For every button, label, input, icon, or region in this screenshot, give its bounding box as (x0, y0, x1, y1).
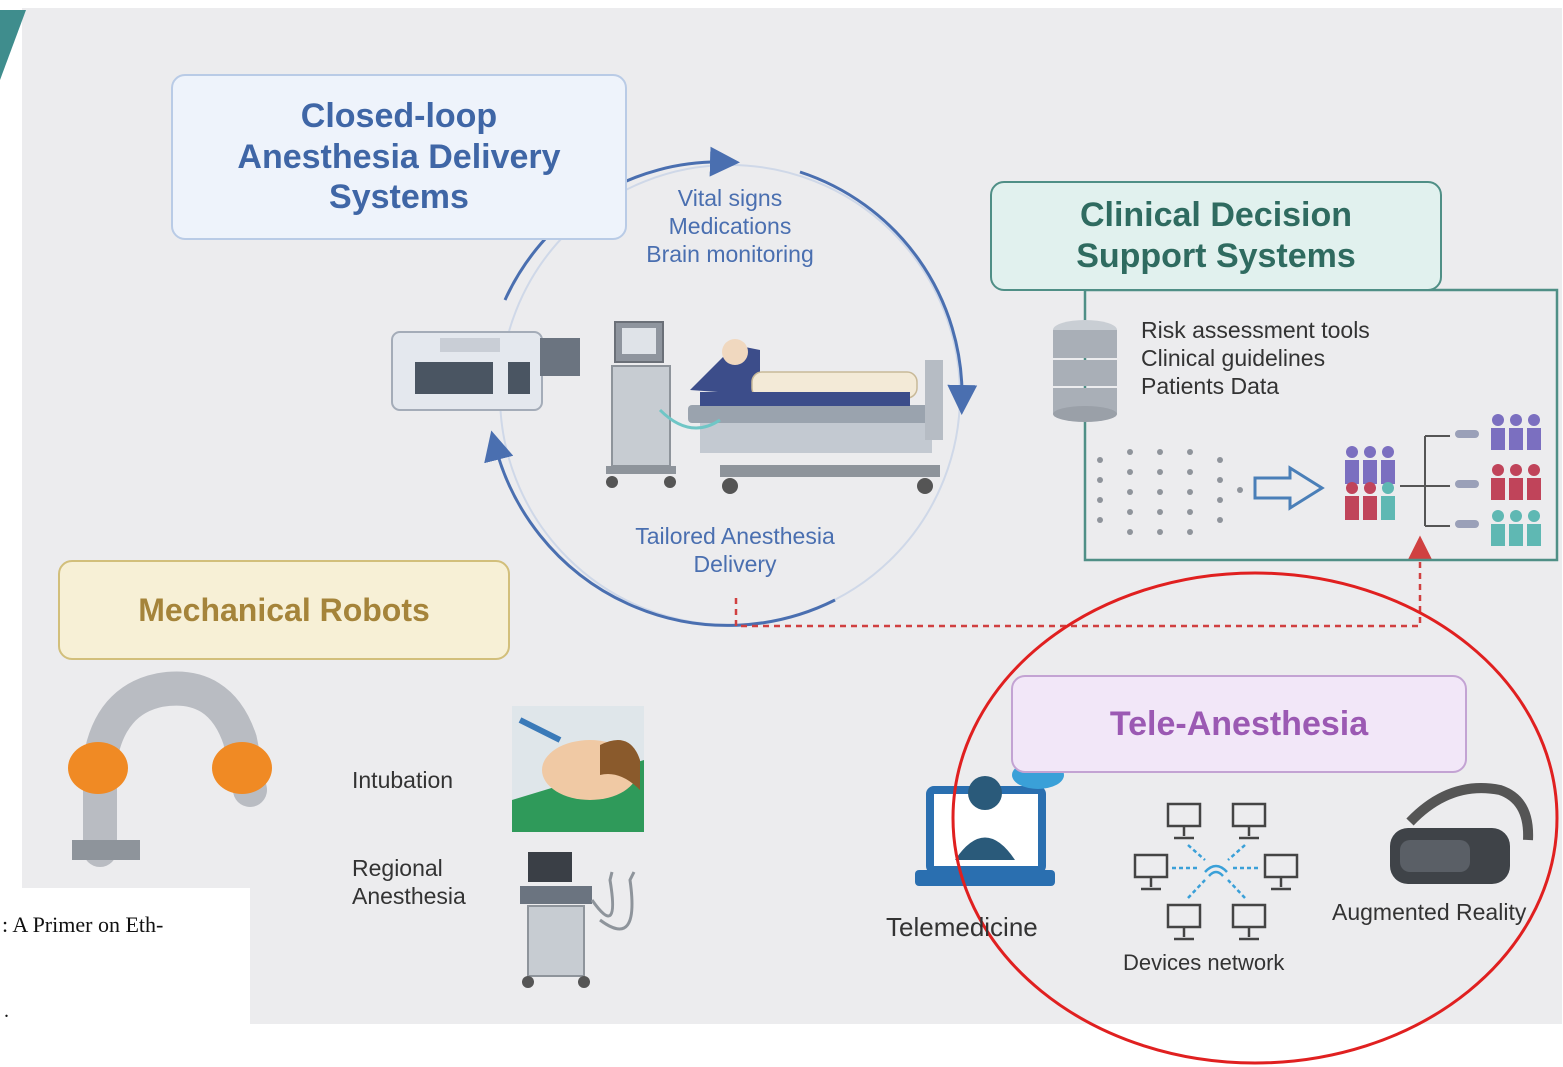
loop-arrow-right (799, 170, 978, 415)
tele-title: Tele-Anesthesia (1109, 704, 1369, 743)
patient-bed-icon (658, 339, 943, 494)
neural-network-icon (1097, 449, 1243, 535)
loop-output-label: Tailored Anesthesia Delivery (635, 523, 835, 578)
devices-network-icon (1133, 802, 1299, 941)
infusion-pump-icon (391, 331, 580, 411)
patient-groups-icon (1345, 414, 1541, 546)
slide-corner-accent (0, 10, 26, 80)
citation-dot: . (4, 1000, 9, 1022)
tele-anesthesia-box: Tele-Anesthesia (1011, 675, 1467, 773)
highlight-ellipse (951, 571, 1559, 1065)
closed-loop-box: Closed-loop Anesthesia Delivery Systems (171, 74, 627, 240)
cds-title: Clinical Decision Support Systems (1076, 196, 1356, 275)
mechanical-title: Mechanical Robots (138, 591, 430, 628)
cds-items-label: Risk assessment tools Clinical guideline… (1141, 317, 1370, 400)
ultrasound-machine-icon (520, 852, 636, 988)
ventilator-icon (606, 321, 676, 488)
process-arrow-icon (1253, 465, 1325, 511)
loop-arrow-bottom (484, 430, 836, 627)
telemedicine-laptop-icon (915, 761, 1064, 886)
intubation-icon (512, 706, 644, 832)
augmented-reality-label: Augmented Reality (1332, 899, 1527, 925)
telemedicine-label: Telemedicine (886, 912, 1038, 942)
database-icon (1053, 320, 1117, 422)
mechanical-robots-box: Mechanical Robots (58, 560, 510, 660)
robot-arm-icon (68, 671, 272, 867)
intubation-label: Intubation (352, 767, 454, 793)
citation-overlay (0, 888, 250, 1028)
loop-inputs-label: Vital signs Medications Brain monitoring (646, 185, 814, 268)
regional-anesthesia-label: Regional Anesthesia (352, 855, 466, 910)
cds-box: Clinical Decision Support Systems (990, 181, 1442, 291)
tele-to-cds-connector (734, 535, 1433, 628)
vr-headset-icon (1390, 783, 1534, 884)
devices-network-label: Devices network (1123, 950, 1285, 975)
closed-loop-title: Closed-loop Anesthesia Delivery Systems (237, 96, 561, 217)
citation-text: : A Primer on Eth- (2, 912, 164, 937)
